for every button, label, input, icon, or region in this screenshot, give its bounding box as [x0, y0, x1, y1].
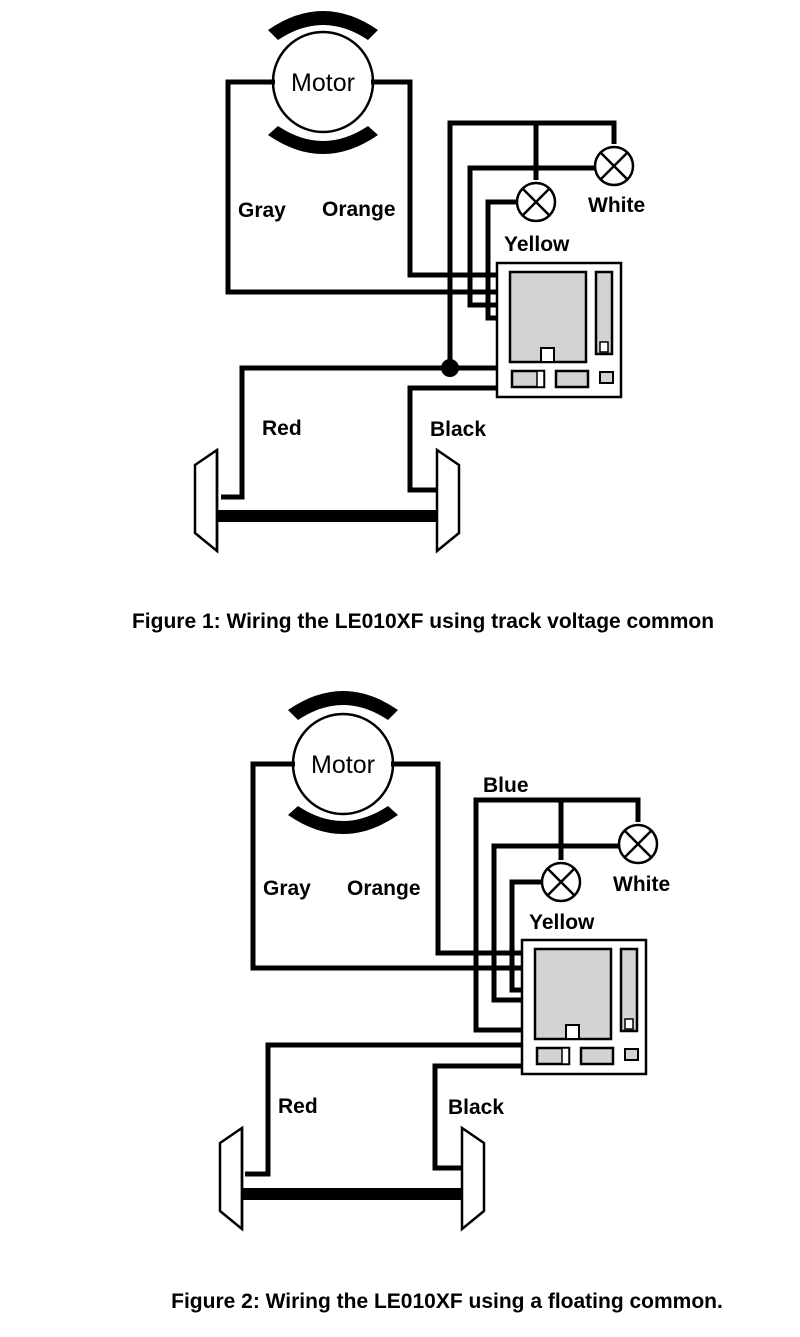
gray-wire — [250, 761, 525, 971]
left-wheel-icon — [218, 1126, 244, 1231]
right-wheel-icon — [460, 1126, 486, 1231]
common-wire — [447, 120, 617, 368]
orange-wire — [391, 761, 525, 956]
gray-wire — [225, 79, 500, 295]
figure-1-caption: Figure 1: Wiring the LE010XF using track… — [132, 610, 714, 633]
yellow-label: Yellow — [504, 233, 570, 256]
motor-brush-top — [268, 11, 378, 40]
orange-label: Orange — [347, 877, 421, 900]
black-label: Black — [448, 1096, 504, 1119]
motor-label: Motor — [311, 751, 375, 779]
gray-label: Gray — [263, 877, 311, 900]
motor-label: Motor — [291, 69, 355, 97]
white-wire — [467, 165, 595, 308]
red-wire — [245, 1042, 525, 1177]
white-label: White — [613, 873, 670, 896]
white-label: White — [588, 194, 645, 217]
motor-brush-bottom — [268, 126, 378, 154]
white-wire — [491, 843, 619, 1003]
red-label: Red — [278, 1095, 318, 1118]
blue-label: Blue — [483, 774, 529, 797]
left-wheel-icon — [193, 448, 219, 553]
black-wire — [432, 1063, 525, 1171]
gray-label: Gray — [238, 199, 286, 222]
black-label: Black — [430, 418, 486, 441]
motor-brush-top — [288, 691, 398, 720]
orange-wire — [371, 79, 500, 278]
blue-wire — [473, 797, 641, 1033]
yellow-lamp-icon — [540, 861, 582, 903]
yellow-wire — [509, 879, 542, 993]
decoder-board — [520, 938, 648, 1076]
white-lamp-icon — [593, 145, 635, 187]
yellow-wire — [485, 199, 517, 321]
figure-2-caption: Figure 2: Wiring the LE010XF using a flo… — [171, 1290, 723, 1313]
white-lamp-icon — [617, 823, 659, 865]
orange-label: Orange — [322, 198, 396, 221]
yellow-lamp-icon — [515, 181, 557, 223]
red-wire — [221, 365, 500, 500]
figure-2: Motor — [171, 691, 723, 1313]
axle — [242, 1188, 462, 1200]
decoder-board — [495, 261, 623, 399]
red-label: Red — [262, 417, 302, 440]
axle — [217, 510, 437, 522]
right-wheel-icon — [435, 448, 461, 553]
motor-brush-bottom — [288, 806, 398, 834]
junction-dot — [441, 359, 459, 377]
yellow-label: Yellow — [529, 911, 595, 934]
figure-1: Motor — [132, 11, 714, 633]
black-wire — [407, 385, 500, 493]
